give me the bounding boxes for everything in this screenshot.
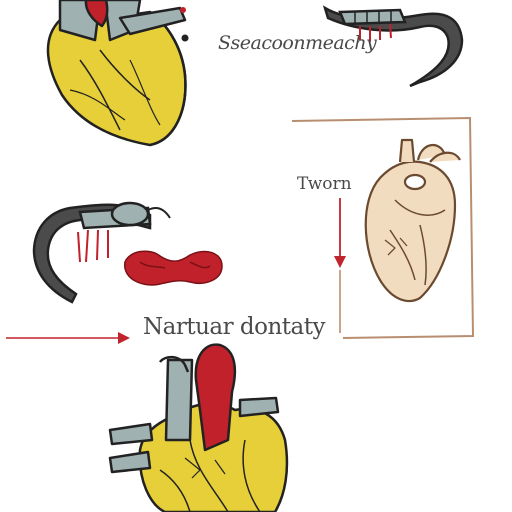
anatomy-frame	[291, 116, 475, 339]
arrow-down-icon	[334, 198, 346, 333]
heart-icon	[46, 0, 187, 147]
scorpion-icon	[32, 201, 171, 304]
label-top: Sseacoonmeachy	[218, 32, 377, 54]
heart-icon	[108, 343, 289, 512]
scorpion-icon	[322, 5, 464, 88]
ink-dot	[180, 7, 186, 13]
arrow-right-icon	[6, 332, 130, 344]
label-bottom: Nartuar dontaty	[143, 314, 325, 340]
ink-dot	[181, 34, 189, 42]
kidney-icon	[124, 250, 223, 286]
anatomical-heart-icon	[364, 138, 461, 303]
label-middle: Tworn	[297, 174, 352, 194]
